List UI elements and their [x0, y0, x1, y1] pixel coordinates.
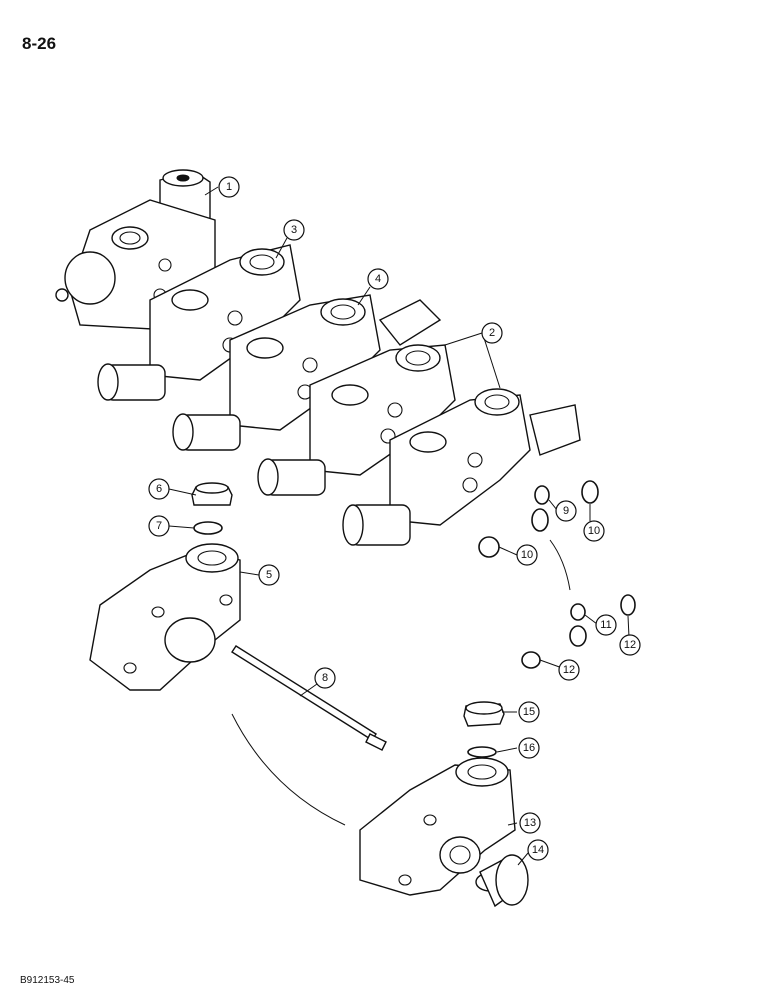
- valve-section-3: [97, 244, 301, 401]
- valve-section-2b: [342, 388, 581, 546]
- svg-text:15: 15: [523, 706, 535, 718]
- callout-12-left: 12: [558, 659, 580, 681]
- callout-15: 15: [518, 701, 540, 723]
- callout-6: 6: [148, 478, 170, 500]
- svg-text:11: 11: [600, 619, 611, 631]
- indicator-curve-upper: [549, 539, 571, 591]
- outlet-end-cover-13: [359, 757, 516, 896]
- leader-lines: [168, 186, 630, 866]
- callout-1: 1: [218, 176, 240, 198]
- callout-13: 13: [519, 812, 541, 834]
- svg-text:16: 16: [523, 742, 535, 754]
- svg-text:9: 9: [563, 505, 569, 517]
- svg-text:5: 5: [266, 569, 272, 581]
- plug-14: [475, 854, 529, 908]
- plug-15: [463, 701, 505, 727]
- outlet-end-cover-5: [89, 543, 241, 691]
- callout-9: 9: [555, 500, 577, 522]
- svg-text:2: 2: [489, 327, 495, 339]
- callout-3: 3: [283, 219, 305, 241]
- callout-12-right: 12: [619, 634, 641, 656]
- svg-text:1: 1: [226, 181, 232, 193]
- callout-14: 14: [527, 839, 549, 861]
- svg-text:10: 10: [521, 549, 533, 561]
- svg-text:10: 10: [588, 525, 600, 537]
- svg-text:12: 12: [563, 664, 575, 676]
- callout-8: 8: [314, 667, 336, 689]
- svg-text:3: 3: [291, 224, 297, 236]
- callout-11: 11: [595, 614, 617, 636]
- valve-section-2a: [257, 344, 456, 496]
- valve-section-4: [172, 294, 442, 451]
- o-ring-12-middle: [569, 625, 587, 647]
- callout-10-upper: 10: [583, 520, 605, 542]
- o-ring-7: [193, 521, 223, 535]
- callout-10-lower: 10: [516, 544, 538, 566]
- o-ring-12-upper: [620, 594, 636, 616]
- o-ring-9: [534, 485, 550, 505]
- o-ring-10-middle: [531, 508, 549, 532]
- o-ring-16: [467, 746, 497, 758]
- plug-6: [191, 482, 233, 506]
- callout-16: 16: [518, 737, 540, 759]
- callout-2: 2: [481, 322, 503, 344]
- callout-4: 4: [367, 268, 389, 290]
- o-ring-10-upper: [581, 480, 599, 504]
- o-ring-11: [570, 603, 586, 621]
- svg-text:7: 7: [156, 520, 162, 532]
- o-ring-10-lower: [478, 536, 500, 558]
- svg-text:14: 14: [532, 844, 544, 856]
- tie-rod-8: [231, 645, 387, 751]
- o-ring-12-lower: [521, 651, 541, 669]
- figure-code: B912153-45: [20, 975, 75, 986]
- svg-text:4: 4: [375, 273, 381, 285]
- svg-text:13: 13: [524, 817, 536, 829]
- page-number: 8-26: [22, 34, 57, 53]
- svg-text:12: 12: [624, 639, 636, 651]
- callout-7: 7: [148, 515, 170, 537]
- indicator-curve-lower: [231, 713, 346, 826]
- callout-5: 5: [258, 564, 280, 586]
- svg-text:8: 8: [322, 672, 328, 684]
- svg-text:6: 6: [156, 483, 162, 495]
